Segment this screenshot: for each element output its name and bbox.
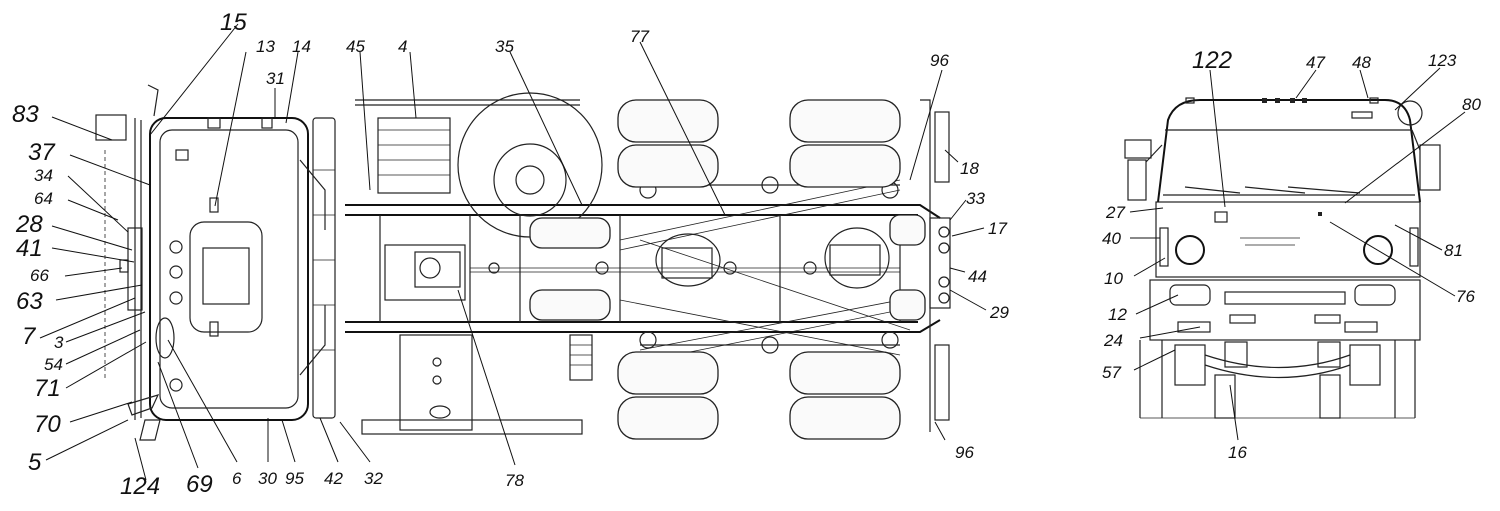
callout-80: 80 — [1462, 95, 1481, 114]
callout-5: 5 — [28, 449, 42, 476]
callout-7: 7 — [22, 323, 37, 350]
callout-24: 24 — [1103, 331, 1123, 350]
callout-28: 28 — [15, 211, 43, 238]
callout-42: 42 — [324, 469, 343, 488]
callout-4: 4 — [398, 37, 407, 56]
callout-18: 18 — [960, 159, 979, 178]
callout-30: 30 — [258, 469, 277, 488]
callout-77: 77 — [630, 27, 649, 46]
callout-45: 45 — [346, 37, 365, 56]
callout-31: 31 — [266, 69, 285, 88]
callout-3: 3 — [54, 333, 64, 352]
callout-17: 17 — [988, 219, 1007, 238]
callout-63: 63 — [16, 288, 43, 315]
callout-71: 71 — [34, 375, 61, 402]
chassis-frame — [345, 92, 951, 435]
callout-57: 57 — [1102, 363, 1121, 382]
callout-41: 41 — [16, 235, 43, 262]
callout-54: 54 — [44, 355, 63, 374]
callout-70: 70 — [34, 411, 61, 438]
callout-122: 122 — [1192, 47, 1232, 74]
callout-66: 66 — [30, 266, 49, 285]
callout-15: 15 — [220, 9, 247, 36]
truck-front-view — [1124, 97, 1441, 419]
callout-40: 40 — [1102, 229, 1121, 248]
callout-33: 33 — [966, 189, 985, 208]
callout-96-bottom: 96 — [955, 443, 974, 462]
callout-29: 29 — [989, 303, 1009, 322]
callout-96-top: 96 — [930, 51, 949, 70]
callout-34: 34 — [34, 166, 53, 185]
callout-124: 124 — [120, 473, 160, 500]
callout-69: 69 — [186, 471, 213, 498]
tires-top-view — [529, 99, 926, 440]
callout-47: 47 — [1306, 53, 1325, 72]
radiator-strip — [312, 117, 336, 419]
callout-37: 37 — [28, 139, 56, 166]
callout-32: 32 — [364, 469, 383, 488]
callout-12: 12 — [1108, 305, 1127, 324]
callout-64: 64 — [34, 189, 53, 208]
callout-78: 78 — [505, 471, 524, 490]
callout-76: 76 — [1456, 287, 1475, 306]
callout-27: 27 — [1105, 203, 1125, 222]
callout-44: 44 — [968, 267, 987, 286]
callout-16: 16 — [1228, 443, 1247, 462]
callout-35: 35 — [495, 37, 514, 56]
callout-10: 10 — [1104, 269, 1123, 288]
callout-81: 81 — [1444, 241, 1463, 260]
callout-83: 83 — [12, 101, 39, 128]
callout-6: 6 — [232, 469, 242, 488]
callout-48: 48 — [1352, 53, 1371, 72]
callout-13: 13 — [256, 37, 275, 56]
cab-top-view — [95, 84, 326, 441]
callout-14: 14 — [292, 37, 311, 56]
callout-95: 95 — [285, 469, 304, 488]
callout-123: 123 — [1428, 51, 1457, 70]
leader-lines — [39, 23, 1466, 481]
callout-labels: 15 13 14 31 45 4 35 77 96 83 37 34 64 28… — [12, 9, 1481, 500]
